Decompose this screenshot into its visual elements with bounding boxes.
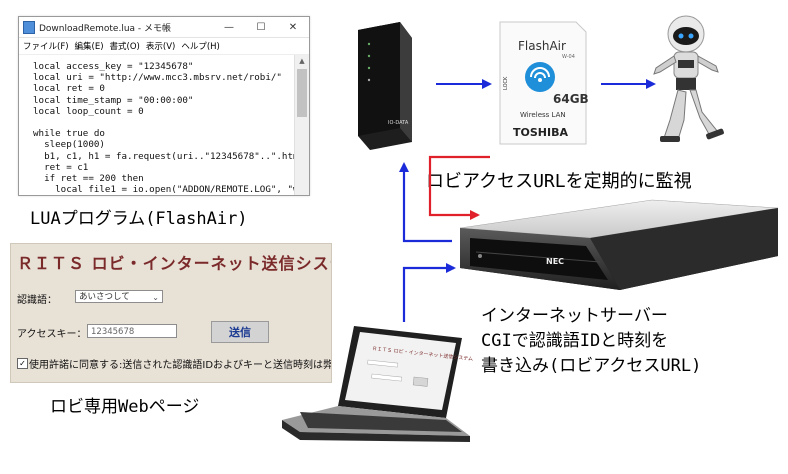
sd-lock: LOCK (503, 76, 509, 90)
sd-model: W-04 (562, 54, 575, 60)
sd-capacity: 64GB (553, 92, 589, 106)
agree-text: 使用許諾に同意する:送信された認識語IDおよびキーと送信時刻は弊 (29, 360, 332, 371)
arrow-monitor (428, 155, 490, 220)
scroll-thumb[interactable] (297, 69, 307, 117)
maximize-button[interactable]: ☐ (256, 21, 266, 33)
menu-help[interactable]: ヘルプ(H) (181, 42, 220, 52)
word-select-value: あいさつして (79, 292, 130, 302)
laptop: ＲＩＴＳ ロビ・インターネット送信システム (282, 326, 473, 442)
chevron-down-icon: ⌄ (152, 293, 159, 302)
minimize-button[interactable]: — (224, 21, 234, 33)
webpage-title: ＲＩＴＳ ロビ・インターネット送信システム (17, 254, 332, 273)
notepad-titlebar: DownloadRemote.lua - メモ帳 — ☐ ✕ (19, 17, 309, 38)
menu-file[interactable]: ファイル(F) (23, 42, 69, 52)
robi-robot (653, 15, 724, 142)
server-caption-2: CGIで認識語IDと時刻を (481, 331, 669, 351)
sd-wireless: Wireless LAN (520, 111, 566, 119)
agree-checkbox[interactable]: ✓ (17, 358, 28, 369)
server-brand: NEC (546, 257, 564, 266)
wifi-router: IO-DATA (358, 22, 412, 150)
sd-maker: TOSHIBA (513, 126, 568, 139)
close-button[interactable]: ✕ (288, 21, 298, 33)
lua-caption: LUAプログラム(FlashAir) (30, 209, 248, 229)
router-label: IO-DATA (388, 120, 409, 126)
key-label: アクセスキー： (17, 329, 87, 340)
send-button[interactable]: 送信 (211, 321, 269, 343)
web-caption: ロビ専用Webページ (50, 397, 200, 417)
notepad-title: DownloadRemote.lua - メモ帳 (39, 23, 172, 34)
notepad-menubar: ファイル(F) 編集(E) 書式(O) 表示(V) ヘルプ(H) (19, 38, 309, 55)
arrow-laptop-to-server (402, 263, 456, 322)
server-caption-3: 書き込み(ロビアクセスURL) (481, 356, 702, 376)
server-caption-1: インターネットサーバー (481, 306, 668, 326)
sd-brand: FlashAir (518, 39, 566, 53)
wifi-icon (525, 62, 555, 92)
monitor-caption: ロビアクセスURLを定期的に監視 (426, 171, 692, 192)
word-label: 認識語： (17, 295, 57, 306)
notepad-window: DownloadRemote.lua - メモ帳 — ☐ ✕ ファイル(F) 編… (18, 16, 310, 196)
scroll-up-icon[interactable]: ▲ (299, 57, 305, 65)
menu-view[interactable]: 表示(V) (145, 42, 176, 52)
access-key-input[interactable]: 12345678 (87, 324, 177, 338)
notepad-scrollbar[interactable]: ▲ (294, 55, 309, 195)
menu-format[interactable]: 書式(O) (109, 42, 140, 52)
word-select[interactable]: あいさつして ⌄ (75, 290, 163, 303)
menu-edit[interactable]: 編集(E) (74, 42, 104, 52)
notepad-code[interactable]: local access_key = "12345678" local uri … (33, 61, 310, 196)
nec-server: NEC (459, 199, 779, 290)
robi-webpage: ＲＩＴＳ ロビ・インターネット送信システム 認識語： あいさつして ⌄ アクセス… (10, 243, 332, 383)
notepad-icon (23, 20, 35, 34)
arrow-server-to-router (399, 162, 452, 243)
flashair-sdcard: FlashAir W-04 LOCK 64GB Wireless LAN TOS… (499, 21, 589, 145)
